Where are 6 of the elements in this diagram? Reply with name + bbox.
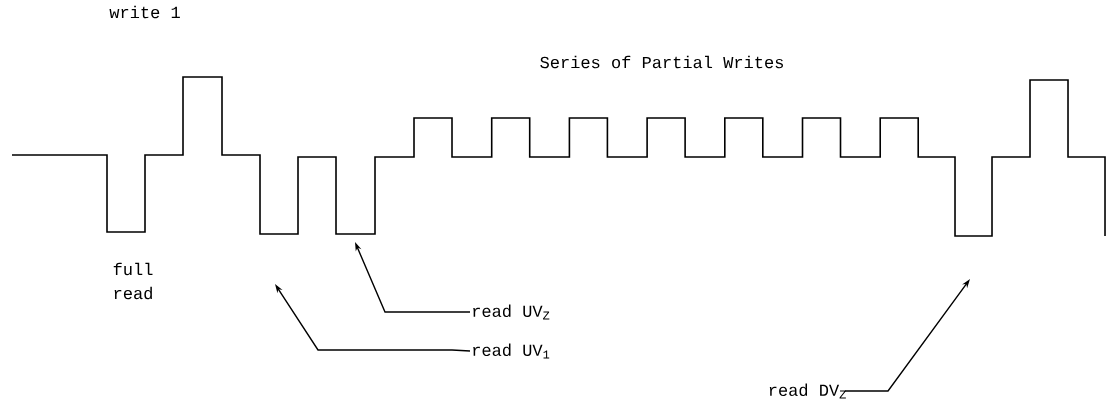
callout-text: read UV$_{Z}$	[473, 304, 550, 320]
pulse-label: full read	[113, 262, 153, 300]
callout-text: read DV$_{Z}$	[769, 383, 846, 399]
pulse-label: write 1	[109, 5, 180, 19]
annotation-text: Series of Partial Writes	[540, 55, 783, 69]
callout-text: read UV$_{1}$	[473, 343, 550, 359]
